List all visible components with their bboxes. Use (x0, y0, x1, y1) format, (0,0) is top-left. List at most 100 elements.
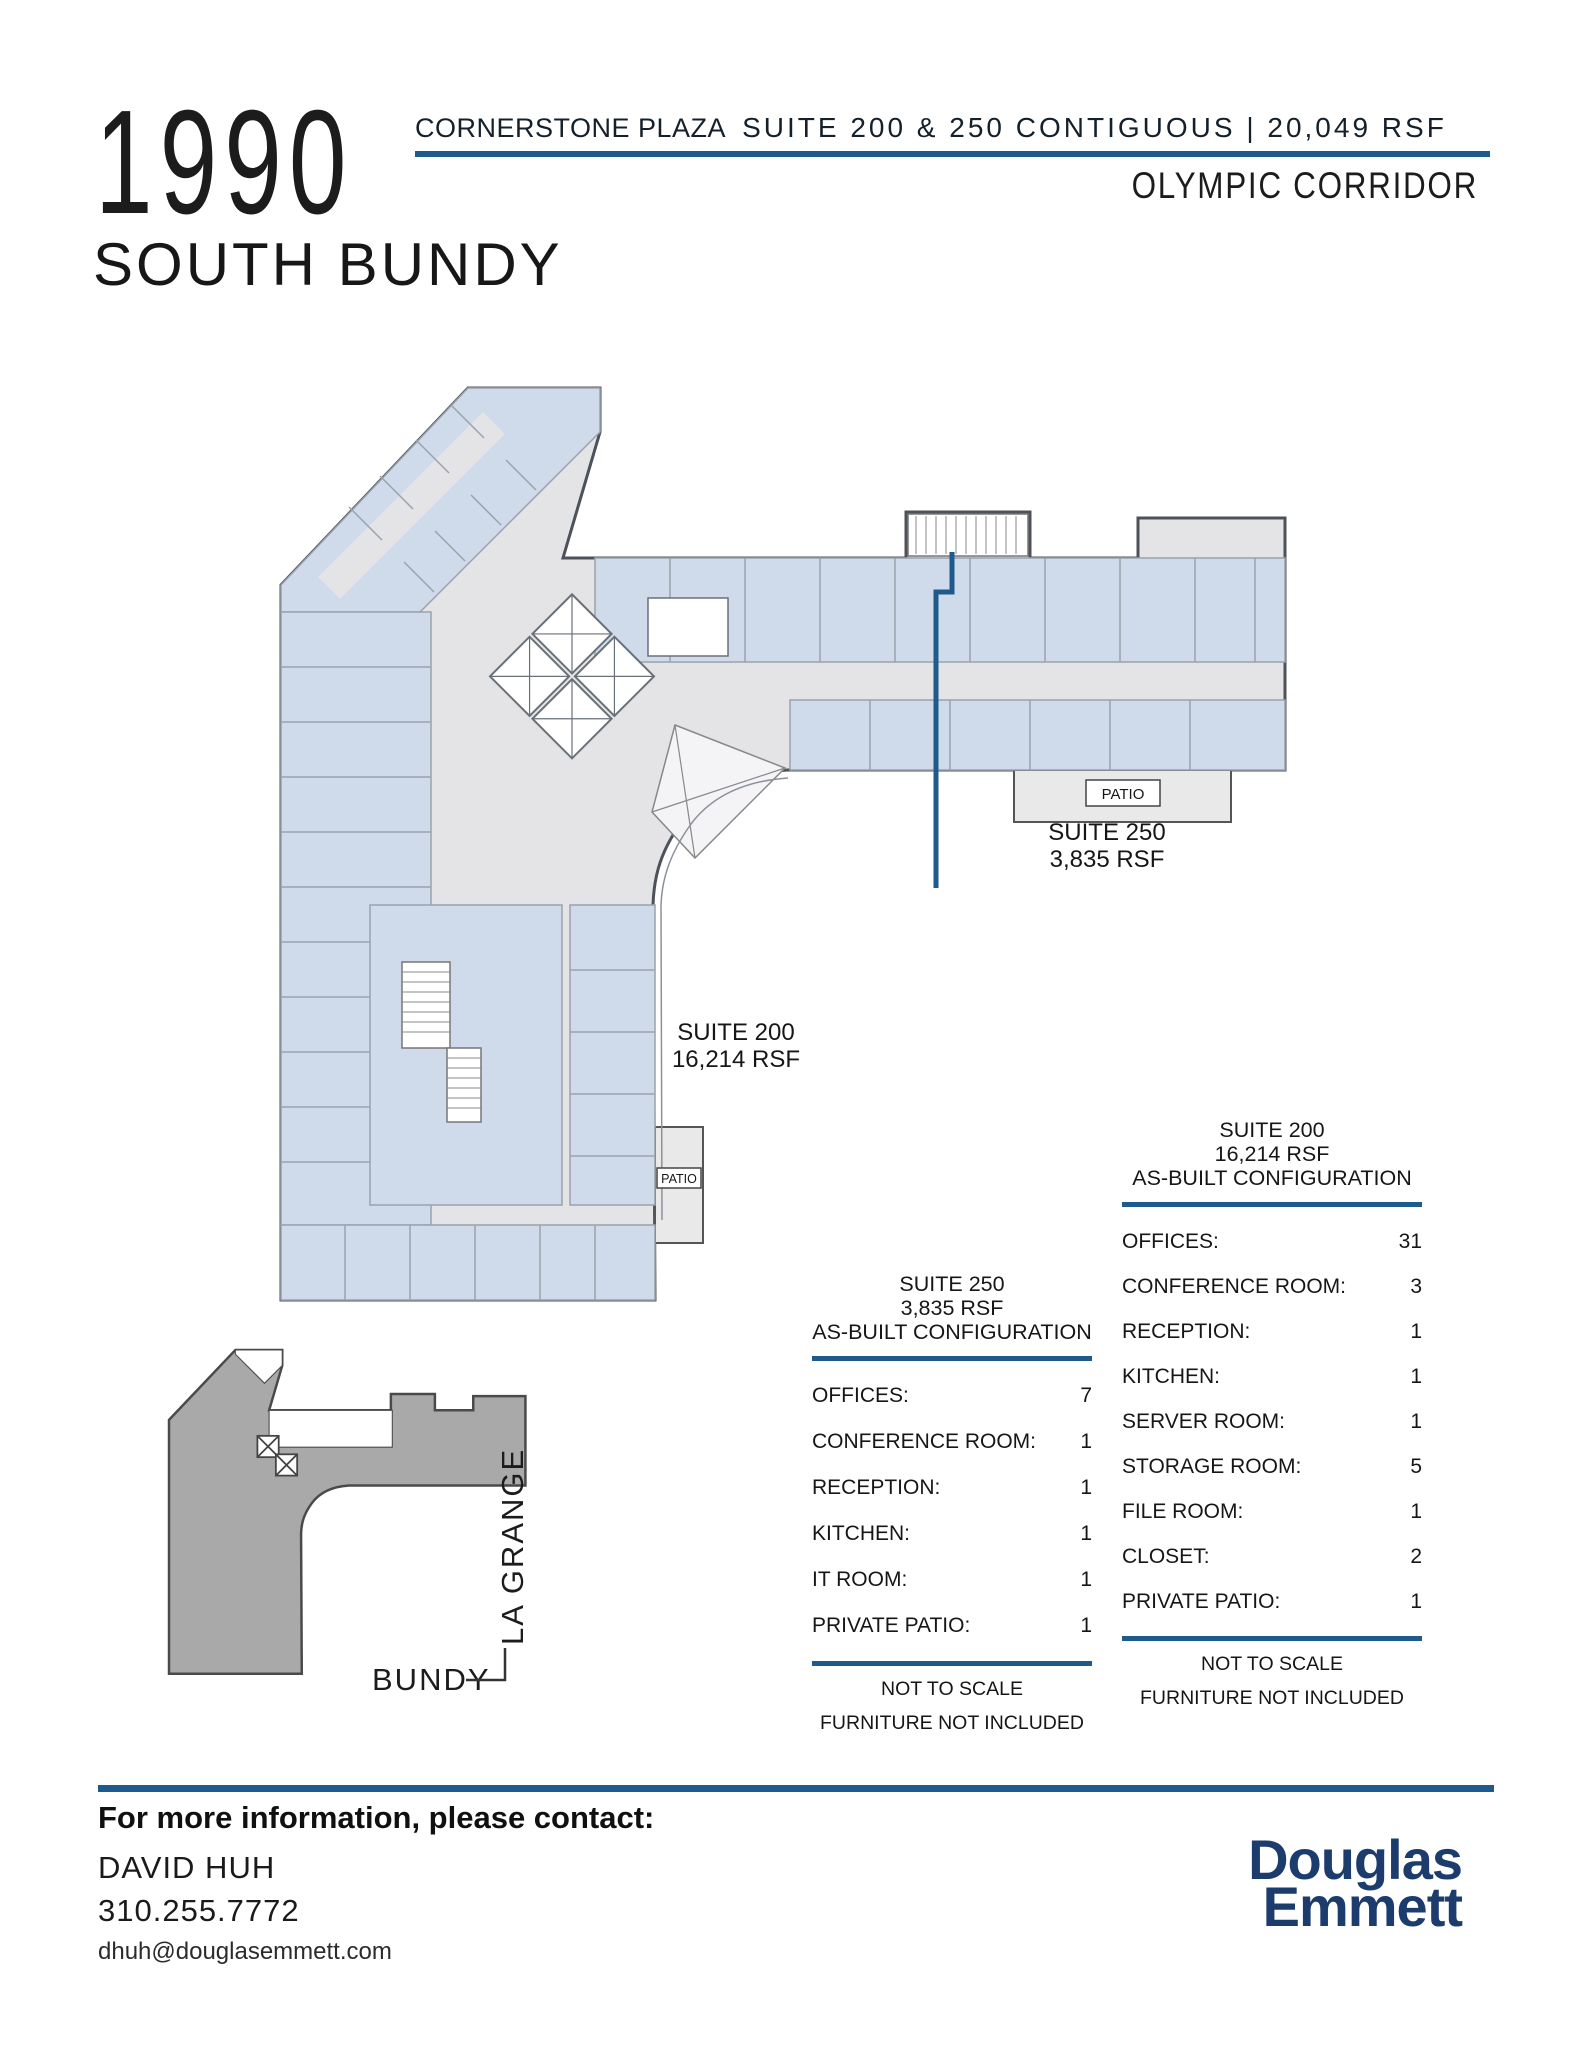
contact-heading: For more information, please contact: (98, 1800, 655, 1835)
table-row: OFFICES: 31 (1122, 1231, 1422, 1252)
suite200-plan-label-line1: SUITE 200 (677, 1019, 794, 1046)
table-row: CONFERENCE ROOM: 3 (1122, 1276, 1422, 1297)
logo-line1: Douglas (1248, 1828, 1463, 1891)
row-label: CLOSET: (1122, 1545, 1210, 1568)
header-rule (415, 151, 1490, 157)
bundy-pointer-line (466, 1648, 507, 1682)
table-row: RECEPTION: 1 (1122, 1321, 1422, 1342)
stair-left-1 (401, 961, 451, 1049)
suite250-table-title1: SUITE 250 (899, 1272, 1005, 1296)
suite200-plan-label-line2: 16,214 RSF (672, 1046, 800, 1073)
curtain-wall-curve (660, 777, 789, 1221)
table-row: IT ROOM: 1 (812, 1569, 1092, 1590)
suite250-table-rule-bottom (812, 1661, 1092, 1666)
contact-name: DAVID HUH (98, 1850, 276, 1885)
row-value: 1 (1410, 1410, 1422, 1433)
row-value: 1 (1410, 1500, 1422, 1523)
listing-title: SUITE 200 & 250 CONTIGUOUS | 20,049 RSF (742, 112, 1447, 143)
floor-plan: PATIO PATIO SUITE 250 3,835 RSF SUITE 20… (279, 386, 1287, 1302)
header-right: CORNERSTONE PLAZA SUITE 200 & 250 CONTIG… (415, 112, 1490, 207)
partitions-right-wing-top (669, 558, 1256, 662)
row-label: OFFICES: (1122, 1230, 1219, 1253)
row-label: OFFICES: (812, 1384, 909, 1407)
table-row: SERVER ROOM: 1 (1122, 1411, 1422, 1432)
suite200-footnote2: FURNITURE NOT INCLUDED (1140, 1687, 1404, 1709)
partitions-diagonal (348, 404, 537, 593)
building-name: CORNERSTONE PLAZA (415, 113, 727, 143)
submarket-label: OLYMPIC CORRIDOR (1131, 165, 1478, 206)
table-row: PRIVATE PATIO: 1 (1122, 1591, 1422, 1612)
partitions-bottom-right-col (570, 969, 655, 1157)
street-label-lagrange: LA GRANGE (495, 1448, 530, 1645)
row-label: KITCHEN: (812, 1522, 911, 1545)
stair-top (907, 513, 1029, 557)
row-value: 1 (1410, 1320, 1422, 1343)
suite200-table-title2: 16,214 RSF (1214, 1142, 1330, 1166)
row-value: 1 (1410, 1590, 1422, 1613)
elevator-core (488, 592, 656, 760)
restrooms (647, 597, 729, 657)
corridor-diagonal (318, 412, 505, 599)
patio-bottom-labelbox: PATIO (656, 1167, 702, 1189)
table-row: RECEPTION: 1 (812, 1477, 1092, 1498)
row-value: 1 (1080, 1614, 1092, 1637)
suite200-table-rule-top (1122, 1202, 1422, 1207)
row-value: 1 (1080, 1522, 1092, 1545)
suite250-table-title3: AS-BUILT CONFIGURATION (812, 1320, 1092, 1344)
suite200-table-title1: SUITE 200 (1219, 1118, 1325, 1142)
table-row: FILE ROOM: 1 (1122, 1501, 1422, 1522)
row-label: FILE ROOM: (1122, 1500, 1244, 1523)
row-value: 1 (1080, 1568, 1092, 1591)
row-label: KITCHEN: (1122, 1365, 1221, 1388)
row-label: SERVER ROOM: (1122, 1410, 1285, 1433)
contact-block: For more information, please contact: DA… (98, 1800, 654, 1966)
keyplan-available-area (268, 1409, 393, 1448)
keyplan-core (256, 1434, 299, 1477)
row-value: 7 (1080, 1384, 1092, 1407)
row-value: 3 (1410, 1275, 1422, 1298)
address-street: SOUTH BUNDY (93, 231, 563, 298)
suite200-table-rule-bottom (1122, 1636, 1422, 1641)
contact-email[interactable]: dhuh@douglasemmett.com (98, 1938, 392, 1965)
patio-bottom-label: PATIO (661, 1172, 697, 1186)
keyplan-available-tip (234, 1349, 283, 1385)
footer-rule (98, 1785, 1494, 1792)
demising-line (933, 552, 955, 888)
table-row: STORAGE ROOM: 5 (1122, 1456, 1422, 1477)
suite250-footnote2: FURNITURE NOT INCLUDED (820, 1712, 1084, 1734)
logo-line2: Emmett (1262, 1875, 1463, 1939)
table-row: KITCHEN: 1 (812, 1523, 1092, 1544)
table-row: CLOSET: 2 (1122, 1546, 1422, 1567)
row-label: RECEPTION: (812, 1476, 941, 1499)
keyplan-footprint (167, 1348, 527, 1675)
table-row: OFFICES: 7 (812, 1385, 1092, 1406)
row-value: 5 (1410, 1455, 1422, 1478)
suite250-config-table: SUITE 250 3,835 RSF AS-BUILT CONFIGURATI… (812, 1272, 1092, 1734)
row-label: IT ROOM: (812, 1568, 908, 1591)
suite250-table-rule-top (812, 1356, 1092, 1361)
patio-right-labelbox: PATIO (1085, 779, 1161, 807)
partitions-right-wing-bottom (869, 700, 1191, 770)
stair-left-2 (446, 1047, 482, 1123)
suite250-table-title2: 3,835 RSF (900, 1296, 1004, 1320)
rooms-bottom-row (280, 1224, 656, 1301)
row-label: CONFERENCE ROOM: (812, 1430, 1037, 1453)
suite250-footnote1: NOT TO SCALE (881, 1678, 1023, 1700)
contact-phone[interactable]: 310.255.7772 (98, 1893, 300, 1928)
row-value: 2 (1410, 1545, 1422, 1568)
row-value: 31 (1398, 1230, 1422, 1253)
suite250-plan-label-line2: 3,835 RSF (1050, 846, 1165, 873)
address-number: 1990 (95, 80, 354, 245)
row-label: PRIVATE PATIO: (812, 1614, 971, 1637)
suite200-table-title3: AS-BUILT CONFIGURATION (1132, 1166, 1412, 1190)
patio-right-label: PATIO (1102, 786, 1145, 803)
rooms-bottom-right-col (569, 904, 656, 1206)
key-plan: LA GRANGE BUNDY (167, 1348, 530, 1697)
row-value: 1 (1410, 1365, 1422, 1388)
suite250-plan-label-line1: SUITE 250 (1048, 819, 1165, 846)
row-value: 1 (1080, 1476, 1092, 1499)
table-row: PRIVATE PATIO: 1 (812, 1615, 1092, 1636)
row-label: RECEPTION: (1122, 1320, 1251, 1343)
row-label: PRIVATE PATIO: (1122, 1590, 1281, 1613)
